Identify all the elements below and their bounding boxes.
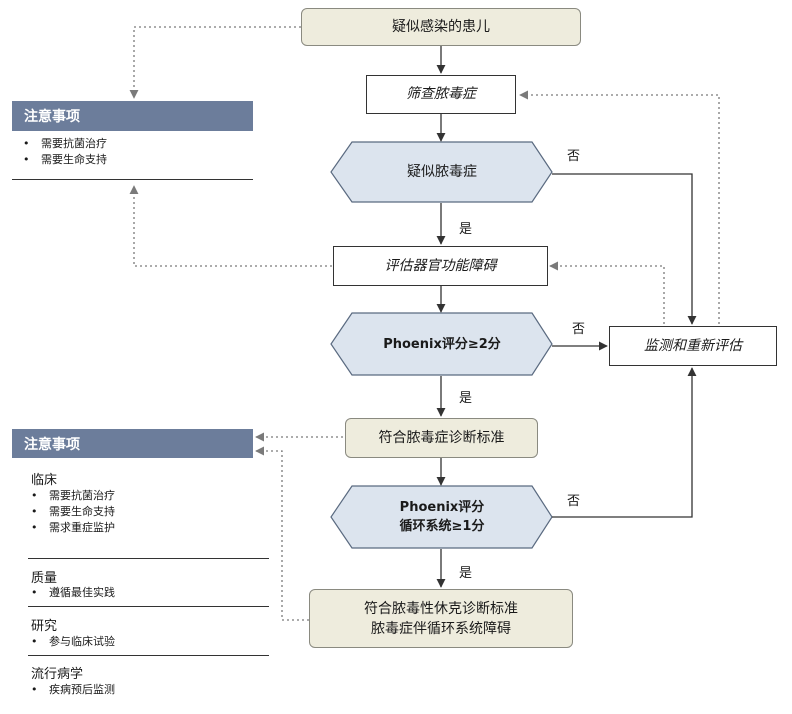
notes-panel-top-list: 需要抗菌治疗 需要生命支持 [23,136,253,168]
diamond-phoenix2-shape [330,312,553,376]
list-item: 需要抗菌治疗 [31,488,251,504]
monitor-reassess-node: 监测和重新评估 [609,326,777,366]
label-yes-phoenix-cv: 是 [459,566,473,581]
edge-assess-panel [129,185,332,267]
sepsis-criteria-node: 符合脓毒症诊断标准 [345,418,538,458]
dotted-connectors [129,26,720,621]
edge-phoenix-cv-monitor [552,367,697,518]
screen-sepsis-node: 筛查脓毒症 [366,75,516,114]
section-epidemiology-title: 流行病学 [31,667,84,682]
list-item: 需要生命支持 [31,504,251,520]
solid-connectors [436,46,697,588]
diamond-suspect-shape [330,141,553,203]
label-no-phoenix-cv: 否 [567,494,581,509]
septic-shock-line2: 脓毒症伴循环系统障碍 [371,620,511,637]
list-item: 需要抗菌治疗 [23,136,253,152]
label-no-phoenix2: 否 [572,322,586,337]
divider-quality [28,606,269,607]
section-clinical-title: 临床 [31,473,58,488]
phoenix-cv-line1: Phoenix评分 [399,500,485,515]
notes-panel-top-divider [12,179,253,180]
list-item: 遵循最佳实践 [31,585,251,601]
label-no-suspect: 否 [567,149,581,164]
edge-monitor-screen [519,90,720,324]
phoenix-cardiovascular-decision: Phoenix评分 循环系统≥1分 [352,486,532,548]
section-quality-title: 质量 [31,571,58,586]
septic-shock-node: 符合脓毒性休克诊断标准 脓毒症伴循环系统障碍 [309,589,573,648]
diamond-phoenix-cv-shape [330,485,553,549]
suspect-sepsis-decision: 疑似脓毒症 [407,163,477,180]
list-item: 需要生命支持 [23,152,253,168]
list-item: 疾病预后监测 [31,682,251,698]
section-research-list: 参与临床试验 [31,634,251,650]
phoenix-score-decision: Phoenix评分≥2分 [383,336,501,352]
list-item: 参与临床试验 [31,634,251,650]
notes-panel-top-header: 注意事项 [12,101,253,131]
notes-panel-bottom-header: 注意事项 [12,429,253,458]
section-epidemiology-list: 疾病预后监测 [31,682,251,698]
label-yes-suspect: 是 [459,222,473,237]
section-quality-list: 遵循最佳实践 [31,585,251,601]
edge-start-panel [129,26,301,99]
start-node: 疑似感染的患儿 [301,8,581,46]
label-yes-phoenix2: 是 [459,391,473,406]
phoenix-cv-line2: 循环系统≥1分 [399,519,485,534]
divider-research [28,655,269,656]
list-item: 需求重症监护 [31,520,251,536]
section-clinical-list: 需要抗菌治疗 需要生命支持 需求重症监护 [31,488,251,536]
septic-shock-line1: 符合脓毒性休克诊断标准 [364,600,518,617]
edge-shock-panel [255,446,309,621]
diamond-shapes [330,141,553,549]
assess-organ-dysfunction-node: 评估器官功能障碍 [333,246,548,286]
section-research-title: 研究 [31,619,58,634]
edge-monitor-assess [549,261,665,324]
divider-clinical [28,558,269,559]
edge-suspect-monitor [552,173,697,325]
